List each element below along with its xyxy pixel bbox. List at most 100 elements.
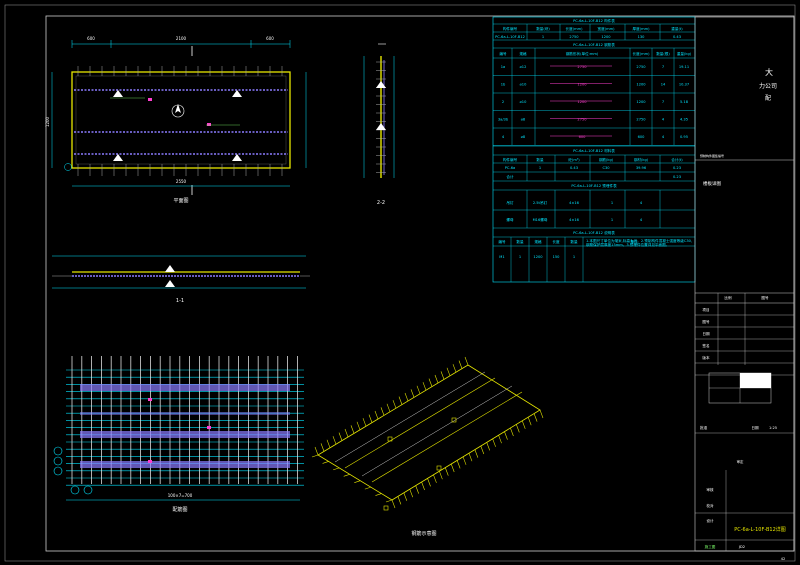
drafting-line — [421, 481, 425, 491]
drafting-line — [333, 467, 340, 471]
drafting-line — [480, 445, 485, 455]
dim-plan-height: 1200 — [45, 116, 50, 127]
t2-cell-shape: 1200 — [577, 83, 587, 87]
drafting-line — [428, 378, 433, 387]
drafting-line — [462, 456, 467, 465]
drafting-line — [410, 389, 415, 398]
tb-left-0: 项目 — [702, 307, 709, 312]
drafting-line — [392, 400, 397, 409]
drafting-line — [486, 442, 491, 451]
tb-approval: 批准 — [700, 425, 708, 430]
tb-status-code: JD2 — [738, 545, 745, 549]
drafting-line — [521, 420, 526, 429]
t3-r0c0: PC-6a — [505, 166, 515, 170]
drafting-line — [504, 431, 508, 440]
tb-row-3: 设计 — [706, 518, 714, 523]
title-block: 大 力公司 配 预制构件图集编号 楼板详图 比例 图号 项目 图号 日期 签名 … — [694, 16, 795, 561]
t2-cell-qty: 7 — [662, 100, 664, 104]
drafting-line — [344, 428, 349, 438]
t2-cell-len: 1200 — [636, 100, 646, 104]
section-2-label: 2-2 — [377, 200, 385, 206]
drawing-frame-outer — [4, 4, 796, 562]
tb-status: 施工图 — [705, 544, 716, 549]
t5-r3: 150 — [553, 255, 561, 259]
table4-title: PC-6a-L-10F-B12 预埋件表 — [571, 183, 617, 188]
drafting-line — [356, 421, 361, 430]
elevation-mark-icon — [165, 265, 175, 272]
dim-top-mid: 2100 — [176, 36, 187, 41]
table2-title: PC-6a-L-10F-B12 钢筋表 — [573, 42, 615, 47]
t4-r0c1: 2.5t吊钉 — [533, 200, 548, 205]
t2-cell-id: 4 — [502, 135, 505, 139]
project-label: 预制构件图集编号 — [700, 153, 724, 158]
t2-cell-id: 2 — [502, 100, 504, 104]
t3-r0c1: 1 — [539, 166, 541, 170]
dim-plan-bottom: 2550 — [176, 179, 187, 184]
drafting-line — [440, 371, 445, 380]
t2-cell-qty: 14 — [661, 83, 666, 87]
t5-r0: M1 — [499, 255, 504, 259]
company-line-1: 大 — [765, 67, 773, 77]
t5-h1: 数量 — [516, 239, 524, 244]
tb-date-value: 1:25 — [769, 426, 777, 430]
t2-cell-qty: 4 — [662, 135, 665, 139]
plan-view: 600 2100 600 1200 2550 — [45, 36, 307, 204]
drafting-line — [492, 438, 496, 447]
drafting-line — [533, 413, 538, 422]
lift-point-icon — [232, 90, 242, 97]
t2-cell-len: 2750 — [636, 118, 646, 122]
t1-r1: 1 — [542, 35, 544, 39]
company-line-2: 力公司 — [759, 82, 777, 90]
drafting-line — [510, 427, 514, 437]
page-number: 42 — [781, 557, 786, 561]
drafting-line — [456, 460, 461, 469]
drafting-line — [338, 432, 343, 441]
t4-r1c4: 4 — [640, 218, 643, 222]
t1-h0: 构件编号 — [503, 26, 518, 31]
t1-h5: 重量(t) — [671, 26, 683, 31]
t2-cell-qty: 4 — [662, 118, 665, 122]
drafting-line — [374, 410, 379, 420]
tb-left-2: 日期 — [702, 331, 710, 336]
drafting-line — [415, 485, 419, 494]
tb-row-0: 审定 — [737, 459, 744, 464]
drafting-line — [516, 424, 520, 433]
drafting-line — [404, 392, 409, 402]
t3-h2: 砼(m³) — [568, 157, 580, 162]
drafting-line — [343, 474, 350, 477]
t2-h0: 编号 — [499, 51, 507, 56]
drafting-line — [311, 454, 319, 458]
drafting-line — [539, 409, 544, 419]
t2-cell-wt: 19.11 — [679, 65, 689, 69]
t4-r0c4: 4 — [640, 201, 643, 205]
t2-h2: 钢筋形状(单位:mm) — [566, 51, 599, 56]
section-2-2: 2-2 — [363, 43, 395, 206]
drawing-title: 楼板详图 — [703, 180, 721, 187]
drafting-line — [322, 461, 329, 464]
t3-h1: 数量 — [536, 157, 544, 162]
drafting-line — [498, 435, 502, 444]
t4-r0c2: 4×16 — [569, 201, 580, 205]
drafting-line — [362, 418, 367, 427]
drafting-line — [474, 449, 479, 458]
drafting-line — [458, 360, 463, 369]
drafting-line — [427, 478, 431, 487]
tb-left-4: 版本 — [702, 355, 710, 360]
t1-h2: 长度(mm) — [566, 26, 584, 31]
drafting-line — [434, 374, 439, 384]
t4-r0c3: 1 — [611, 201, 613, 205]
rebar-plan-view: 100×7=700 配筋图 — [53, 356, 304, 513]
t4-r1c0: 螺母 — [506, 217, 514, 222]
lift-point-icon — [113, 90, 123, 97]
company-line-3: 配 — [765, 95, 771, 102]
drafting-line — [398, 396, 403, 405]
t5-h2: 规格 — [534, 239, 542, 244]
drafting-line — [433, 474, 437, 483]
t3-r0c2: 0.43 — [570, 166, 578, 170]
t2-cell-wt: 0.95 — [680, 135, 688, 139]
t2-cell-wt: 10.37 — [679, 83, 689, 87]
drafting-line — [464, 356, 469, 366]
plan-view-label: 平面图 — [173, 198, 188, 204]
drafting-line — [468, 453, 473, 462]
t2-cell-len: 600 — [638, 135, 646, 139]
